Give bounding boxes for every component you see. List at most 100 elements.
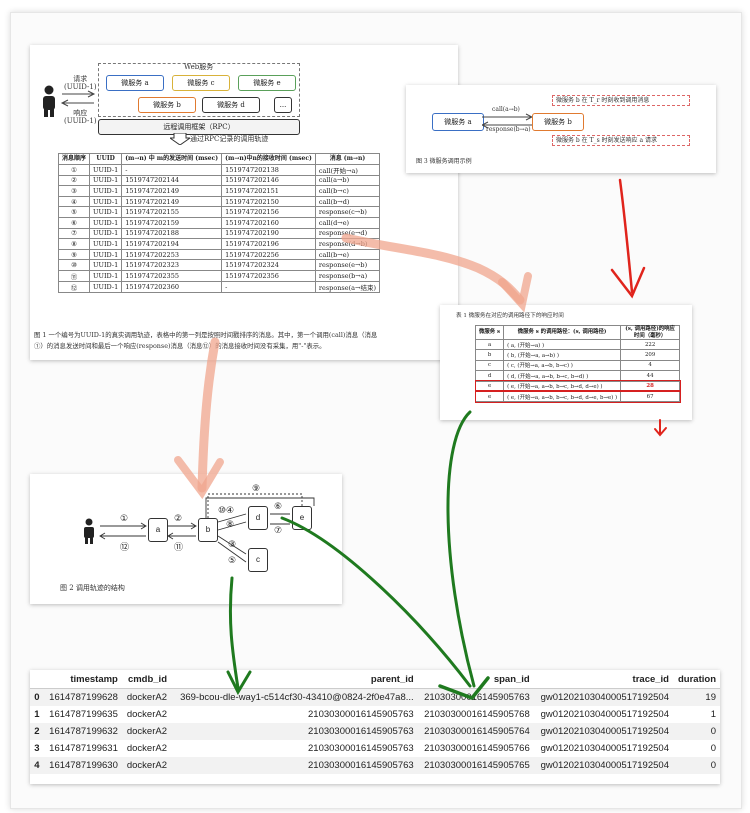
column-header: duration (672, 670, 720, 689)
table-cell: 3 (34, 743, 40, 754)
table-cell: 0 (30, 688, 44, 706)
web-service-box (98, 63, 300, 117)
service-c-box: 微服务 c (172, 75, 230, 91)
table-cell: ( d, (开始→a, a→b, b→c, b→d) ) (503, 370, 622, 382)
table-cell: 369-bcou-dle-way1-c514cf30-43410@0824-2f… (171, 688, 418, 706)
table-cell: 21030300016145905765 (417, 757, 534, 774)
table-cell: 0 (672, 723, 720, 740)
figure3-title: 表 1 微服务在对应的调用路径下的响应时间 (456, 313, 564, 319)
table-cell: 1519747202138 (221, 163, 316, 176)
web-service-label: Web服务 (184, 63, 214, 71)
table-cell: 1614787199635 (49, 709, 118, 720)
table-cell: UUID-1 (89, 216, 123, 229)
response-label: 响应(UUID-1) (64, 109, 97, 125)
table-cell: 1519747202360 (121, 280, 223, 293)
table-cell: ⑫ (57, 280, 91, 293)
table-cell: UUID-1 (89, 206, 123, 218)
table-cell: ② (57, 174, 91, 187)
fig2-note-top: 微服务 b 在 T_r 时刻收到调用消息 (552, 95, 690, 106)
table-cell: 1519747202144 (121, 174, 223, 187)
request-label: 请求(UUID-1) (64, 75, 97, 91)
fig2-service-a: 微服务 a (432, 113, 484, 131)
node-d: d (248, 506, 268, 530)
table-cell: UUID-1 (89, 280, 123, 293)
step-6: ⑥ (274, 502, 283, 512)
table-cell: 1614787199628 (43, 688, 122, 706)
table-cell: 1519747202188 (121, 227, 223, 240)
col-header: 微服务 s (474, 325, 505, 340)
table-cell: UUID-1 (89, 248, 123, 261)
user-icon (43, 85, 55, 117)
table-cell: 67 (620, 390, 681, 403)
table-cell: 0 (672, 757, 720, 774)
table-cell: 19 (672, 688, 720, 706)
table-cell: 1614787199631 (49, 743, 118, 754)
table-cell: 1614787199632 (43, 723, 122, 740)
fig2-service-b: 微服务 b (532, 113, 584, 131)
down-arrow-icon (170, 133, 190, 145)
table-cell: - (221, 280, 316, 293)
step-9: ⑨ (252, 484, 261, 494)
service-more-box: ... (274, 97, 292, 113)
table-cell: 1519747202324 (221, 259, 316, 271)
figure1-caption-line1: 图 1 一个编号为UUID-1的真实调用轨迹，表格中的第一列是按照时间戳排序的消… (34, 331, 378, 339)
table-cell: 1519747202151 (221, 185, 316, 197)
column-header: span_id (417, 670, 534, 689)
table-cell: 1519747202196 (221, 238, 316, 250)
table-cell: c (474, 359, 505, 372)
step-3: ③ (228, 540, 237, 550)
table-cell: gw0120210304000517192504 (533, 757, 673, 774)
table-cell: dockerA2 (121, 723, 171, 740)
table-cell: gw0120210304000517192504 (533, 688, 673, 706)
table-row: e( e, (开始→a, a→b, b→c, b→d, d→e) )28 (474, 380, 681, 393)
step-11: ⑪ (174, 543, 184, 553)
col-header: (m→n) 中 m的发送时间 (msec) (121, 153, 223, 165)
table-cell: UUID-1 (89, 227, 123, 240)
rpc-note: 通过RPC记录的调用轨迹 (190, 135, 269, 143)
table-cell: ⑧ (57, 238, 91, 250)
column-header: trace_id (533, 670, 673, 689)
table-cell: call(开始→a) (314, 163, 381, 176)
table-cell: dockerA2 (126, 709, 167, 720)
table-cell: 4 (620, 359, 681, 372)
table-cell: UUID-1 (89, 195, 123, 208)
table-cell: 1519747202155 (121, 206, 223, 218)
table-cell: 2 (30, 723, 44, 740)
request-response-arrows (60, 90, 96, 107)
table-cell: 1519747202256 (221, 248, 316, 261)
table-cell: ⑨ (57, 248, 91, 261)
table-cell: 21030300016145905763 (171, 757, 418, 774)
table-cell: ⑥ (57, 216, 91, 229)
table-cell: UUID-1 (89, 269, 123, 282)
step-1: ① (120, 514, 129, 524)
table-cell: 1 (710, 709, 716, 720)
table-cell: gw0120210304000517192504 (533, 723, 673, 740)
figure4-caption: 图 2 调用轨迹的结构 (60, 584, 125, 592)
table-cell: 1 (34, 709, 40, 720)
table-cell: 209 (620, 349, 681, 361)
table-cell: response(c→b) (314, 206, 381, 218)
table-cell: 0 (710, 743, 716, 754)
table-cell: ① (57, 163, 91, 176)
table-row: b( b, (开始→a, a→b) )209 (474, 349, 681, 361)
table-cell: 1519747202146 (221, 174, 316, 187)
table-cell: 21030300016145905766 (424, 743, 530, 754)
column-header: timestamp (43, 670, 122, 689)
table-cell: 44 (620, 370, 681, 382)
table-cell: ③ (57, 185, 91, 197)
response-time-table: 微服务 s 微服务 s 的调用路径：(s, 调用路径) (s, 调用路径)的响应… (474, 325, 681, 403)
